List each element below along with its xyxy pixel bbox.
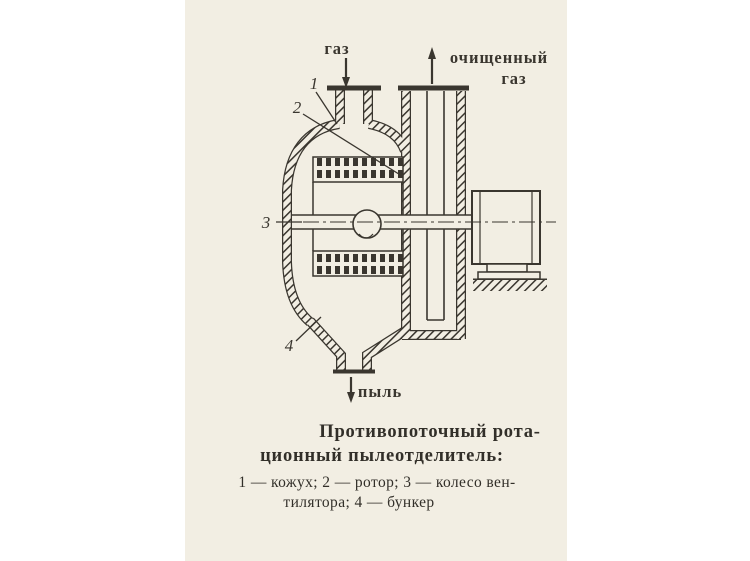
dust-out-label: пыль [358,382,402,401]
flow-arrows [342,47,436,403]
caption-title-line2: ционный пылеотделитель: [260,446,504,466]
rotor-upper-ring [312,156,404,183]
rotor-lower-ring [312,250,404,277]
dust-arrow [347,377,355,403]
part-number-3: 3 [261,213,271,232]
motor [471,190,547,291]
motor-body [471,190,541,265]
leader-4 [295,316,322,342]
leader-1 [315,91,338,125]
motor-pedestal [486,263,528,273]
gas-in-arrow [342,58,350,88]
clean-gas-arrow [428,47,436,84]
leader-lines [276,91,403,342]
caption-title-line1: Противопоточный рота- [319,422,540,442]
clean-gas-label-line2: газ [501,69,526,88]
clean-gas-label-line1: очищенный [450,48,548,67]
caption-legend-line1: 1 — кожух; 2 — ротор; 3 — колесо вен- [238,474,515,491]
inner-outlet-tube [426,91,445,321]
rotor [312,156,404,277]
motor-baseplate [477,271,541,280]
shaft [292,214,474,230]
part-number-2: 2 [293,98,302,117]
leader-2 [302,113,403,177]
caption-legend-line2: тилятора; 4 — бункер [283,494,434,511]
part-number-4: 4 [285,336,294,355]
fan-wheel-hub [352,209,382,239]
gas-in-label: газ [324,39,349,58]
part-number-1: 1 [310,74,319,93]
ground-hatching [473,280,547,291]
pipe-flanges [327,85,469,374]
